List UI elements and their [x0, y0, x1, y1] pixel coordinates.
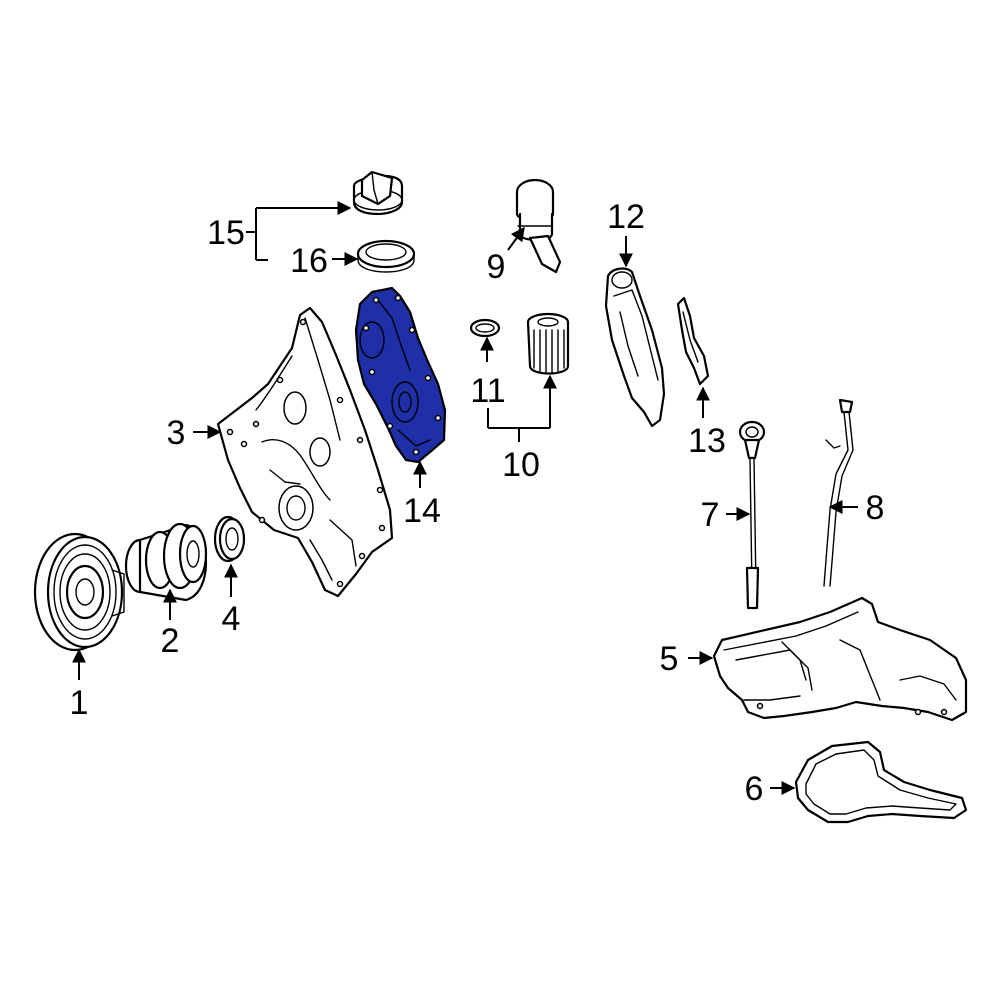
damper-sleeve[interactable] [124, 522, 208, 602]
callout-11[interactable]: 11 [470, 372, 505, 410]
leader-lines [72, 201, 858, 795]
dipstick-tube[interactable] [823, 398, 854, 587]
oil-pan-gasket[interactable] [794, 740, 968, 824]
callout-6[interactable]: 6 [745, 770, 764, 808]
oil-pan[interactable] [712, 596, 968, 722]
o-ring[interactable] [469, 318, 501, 338]
dipstick[interactable] [738, 420, 766, 610]
oil-filler-cap-seal[interactable] [356, 239, 416, 273]
callout-8[interactable]: 8 [866, 489, 885, 527]
front-seal[interactable] [213, 515, 246, 563]
callout-10[interactable]: 10 [502, 446, 540, 484]
crankshaft-pulley[interactable] [33, 532, 125, 652]
callout-14[interactable]: 14 [403, 492, 441, 530]
callout-3[interactable]: 3 [167, 414, 186, 452]
highlighted-cover-part-14[interactable] [354, 286, 447, 464]
callout-16[interactable]: 16 [290, 242, 328, 280]
filter-housing[interactable] [604, 267, 666, 428]
callout-12[interactable]: 12 [607, 198, 645, 236]
oil-filler-cap[interactable] [352, 170, 404, 216]
filter-housing-gasket[interactable] [676, 296, 710, 386]
callout-1[interactable]: 1 [70, 684, 89, 722]
callout-5[interactable]: 5 [660, 640, 679, 678]
callout-15[interactable]: 15 [207, 214, 245, 252]
timing-cover[interactable] [216, 306, 394, 598]
callout-13[interactable]: 13 [688, 422, 726, 460]
callout-labels: 1 2 3 4 5 6 7 8 9 10 11 12 13 14 15 16 [70, 198, 885, 808]
oil-sensor[interactable] [515, 178, 562, 274]
oil-filter[interactable] [526, 312, 570, 375]
callout-4[interactable]: 4 [222, 600, 241, 638]
callout-2[interactable]: 2 [161, 622, 180, 660]
callout-9[interactable]: 9 [487, 248, 506, 286]
callout-7[interactable]: 7 [701, 496, 720, 534]
